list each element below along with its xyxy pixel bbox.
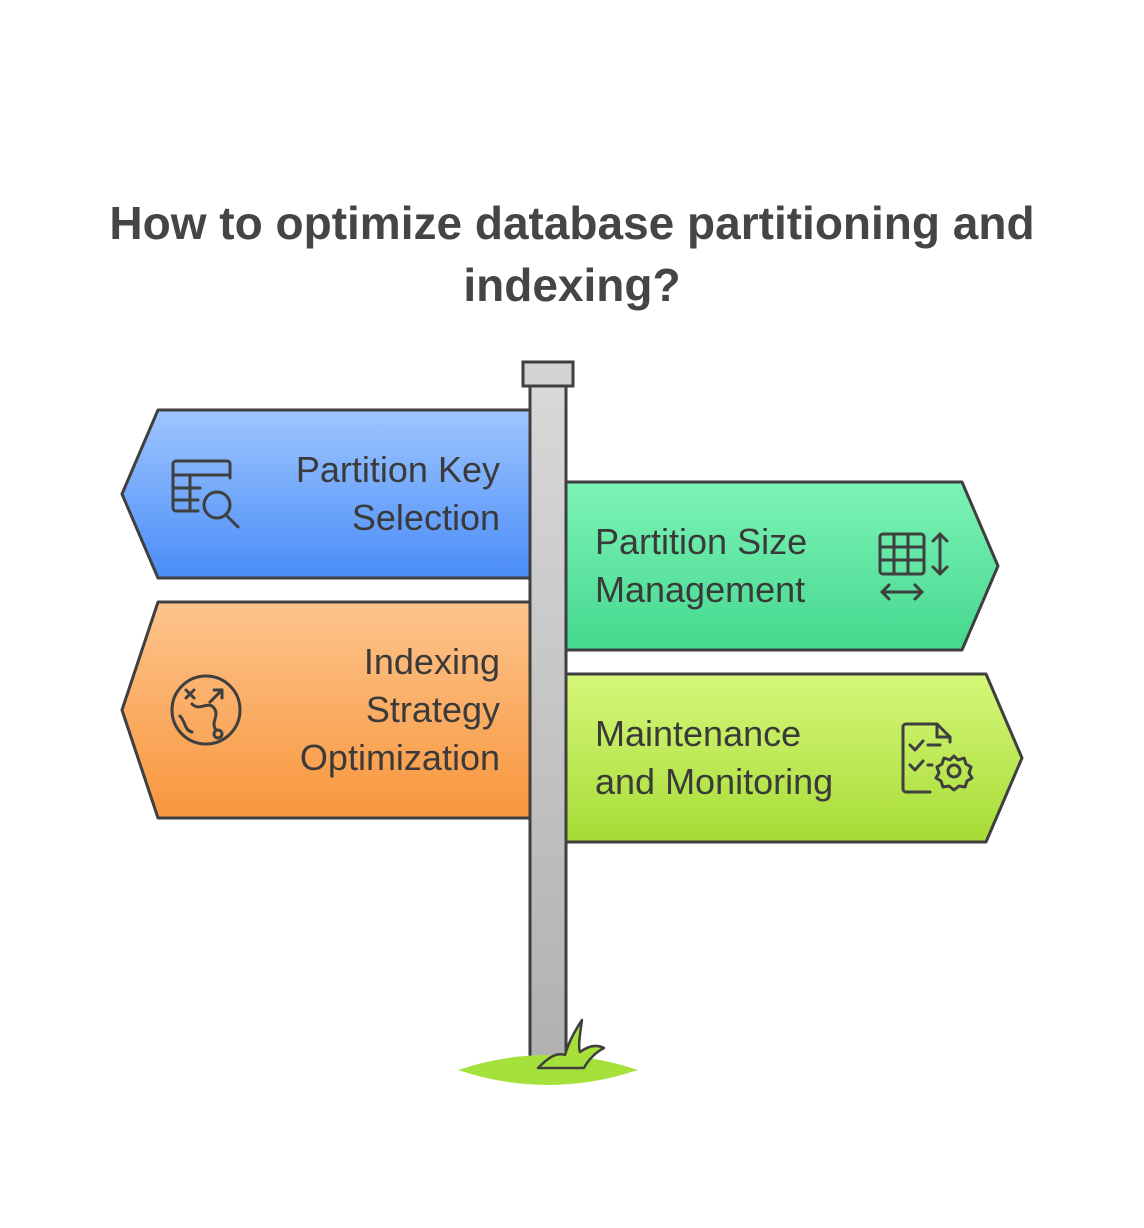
diagram-title: How to optimize database partitioning an…	[0, 192, 1144, 316]
sign-label-line: Optimization	[299, 737, 500, 778]
sign-maintenance-and-monitoring	[564, 672, 1024, 844]
sign-label-line: Management	[595, 569, 806, 610]
table-resize-icon	[878, 532, 949, 601]
signpost-pole-cap	[521, 360, 575, 388]
sign-label-line: and Monitoring	[595, 761, 834, 802]
title-line-1: How to optimize database partitioning an…	[109, 197, 1035, 249]
title-line-2: indexing?	[463, 259, 681, 311]
sign-indexing-strategy-optimization	[120, 600, 532, 820]
sign-partition-key-selection	[120, 408, 532, 580]
sign-partition-size-management	[564, 480, 1000, 652]
sign-label-maintenance-and-monitoring: Maintenance and Monitoring	[595, 710, 895, 806]
checklist-gear-icon	[901, 722, 974, 794]
table-search-icon	[171, 459, 240, 529]
sign-label-line: Partition Size	[595, 521, 808, 562]
sign-label-line: Selection	[351, 497, 500, 538]
sign-label-partition-size-management: Partition Size Management	[595, 518, 875, 614]
sign-label-indexing-strategy-optimization: Indexing Strategy Optimization	[200, 638, 500, 782]
signpost-pole	[528, 382, 568, 1074]
sign-label-line: Partition Key	[295, 449, 500, 490]
strategy-path-icon	[170, 674, 242, 746]
grass-tuft	[458, 1018, 638, 1085]
sign-label-line: Indexing	[363, 641, 500, 682]
sign-label-partition-key-selection: Partition Key Selection	[200, 446, 500, 542]
sign-label-line: Strategy	[365, 689, 500, 730]
sign-label-line: Maintenance	[595, 713, 802, 754]
